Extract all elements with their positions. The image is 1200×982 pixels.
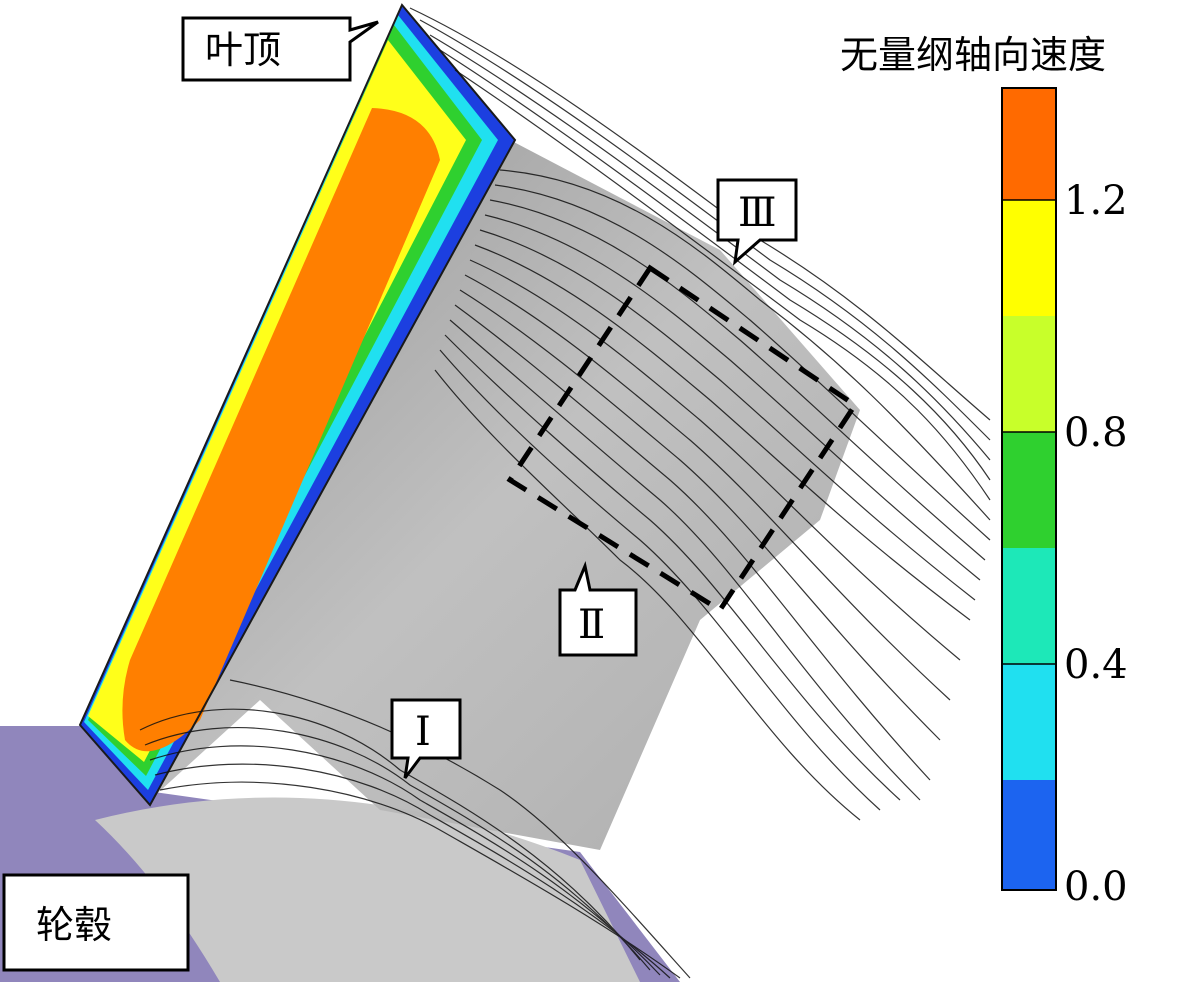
region-3-label: Ⅲ	[738, 190, 777, 236]
streamlines	[139, 7, 991, 979]
blade-contour-orange	[122, 108, 440, 752]
blade-tip-label: 叶顶	[205, 28, 281, 72]
blade-contour-line	[78, 3, 517, 807]
colorbar-band	[1002, 316, 1056, 432]
blade-tip-callout: 叶顶	[181, 16, 379, 82]
colorbar-tick: 1.2	[1064, 178, 1128, 224]
region-1-callout: Ⅰ	[390, 698, 462, 779]
hub-label: 轮毂	[36, 903, 112, 947]
colorbar-band	[1002, 780, 1056, 890]
region-2-label: Ⅱ	[578, 602, 605, 648]
colorbar-band	[1002, 200, 1056, 316]
colorbar-tick: 0.0	[1064, 864, 1128, 910]
colorbar-band	[1002, 664, 1056, 780]
colorbar-title: 无量纲轴向速度	[840, 33, 1106, 77]
colorbar-band	[1002, 548, 1056, 664]
colorbar-band	[1002, 88, 1056, 200]
hub-inner-disk	[95, 797, 640, 982]
colorbar	[1001, 87, 1057, 891]
region-2-callout: Ⅱ	[558, 560, 638, 657]
region-dashed-box	[506, 264, 859, 614]
region-3-callout: Ⅲ	[716, 178, 798, 266]
colorbar-band	[1002, 432, 1056, 548]
hub-callout: 轮毂	[2, 873, 190, 972]
blade-surface	[150, 140, 860, 850]
colorbar-tick: 0.4	[1064, 642, 1128, 688]
colorbar-tick: 0.8	[1064, 410, 1128, 456]
region-1-label: Ⅰ	[415, 709, 431, 755]
